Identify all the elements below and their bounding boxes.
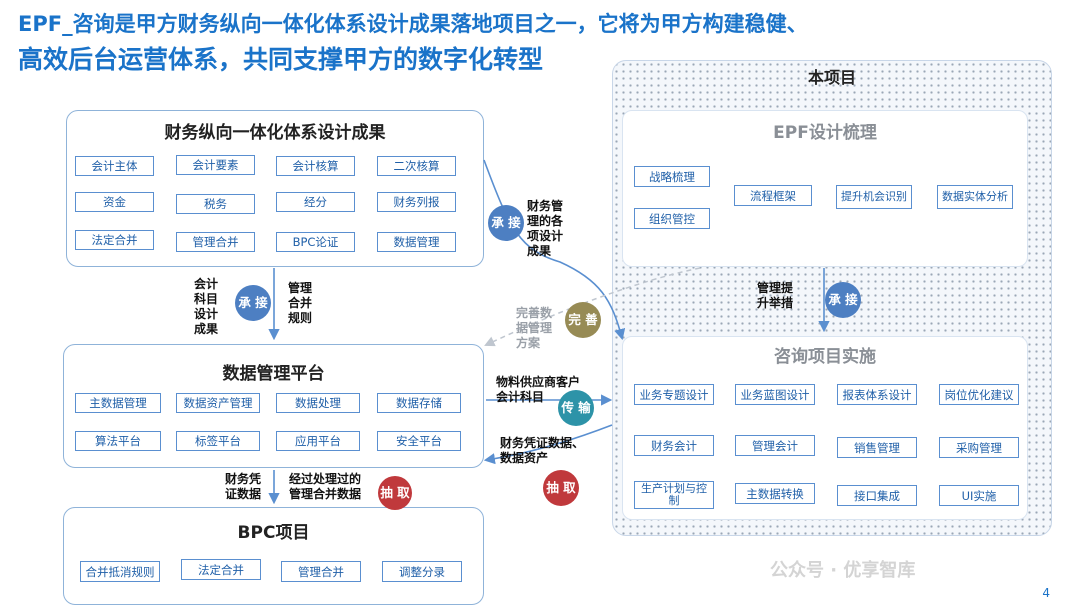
bpc-tag: 法定合并 <box>181 559 261 580</box>
consult-tag: 财务会计 <box>634 435 714 456</box>
finance-tag: 会计核算 <box>276 156 355 176</box>
consult-tag: 业务专题设计 <box>634 384 714 405</box>
note-merge-rules: 管理 合并 规则 <box>288 281 313 325</box>
consult-tag: 管理会计 <box>735 435 815 456</box>
note-voucher-assets: 财务凭证数据、 数据资产 <box>500 436 585 465</box>
bpc-tag: 调整分录 <box>382 561 462 582</box>
platform-tag: 主数据管理 <box>75 393 161 413</box>
project-title: 本项目 <box>807 68 856 87</box>
epf-tag: 提升机会识别 <box>836 185 912 209</box>
epf-tag: 组织管控 <box>634 208 710 229</box>
finance-tag: 二次核算 <box>377 156 456 176</box>
headline-line-1: EPF_咨询是甲方财务纵向一体化体系设计成果落地项目之一，它将为甲方构建稳健、 <box>18 12 808 36</box>
platform-tag: 算法平台 <box>75 431 161 451</box>
note-voucher-data: 财务凭 证数据 <box>225 472 262 501</box>
extract-badge: 抽 取 <box>378 476 412 510</box>
finance-tag: 数据管理 <box>377 232 456 252</box>
epf-tag: 流程框架 <box>734 185 812 206</box>
watermark: 公众号 · 优享智库 <box>770 560 916 581</box>
note-processed-merge: 经过处理过的 管理合并数据 <box>289 472 362 501</box>
finance-tag: 管理合并 <box>176 232 255 252</box>
transmit-badge: 传 输 <box>558 390 594 426</box>
finance-tag: 会计要素 <box>176 155 255 175</box>
finance-tag: 会计主体 <box>75 156 154 176</box>
note-improve-plan: 完善数 据管理 方案 <box>516 306 553 350</box>
finance-tag: 资金 <box>75 192 154 212</box>
epf-title: EPF设计梳理 <box>773 123 877 143</box>
consult-tag: 报表体系设计 <box>837 384 917 405</box>
accept-badge: 承 接 <box>488 205 524 241</box>
note-account-design: 会计 科目 设计 成果 <box>194 277 219 336</box>
platform-tag: 安全平台 <box>377 431 461 451</box>
note-mgmt-designs: 财务管 理的各 项设计 成果 <box>527 199 564 258</box>
consult-tag: 业务蓝图设计 <box>735 384 815 405</box>
consult-tag: 接口集成 <box>837 485 917 506</box>
consult-tag: 销售管理 <box>837 437 917 458</box>
accept-badge: 承 接 <box>825 282 861 318</box>
headline-line-2: 高效后台运营体系，共同支撑甲方的数字化转型 <box>18 45 544 74</box>
consult-tag: UI实施 <box>939 485 1019 506</box>
data-platform-title: 数据管理平台 <box>222 364 325 384</box>
bpc-tag: 合并抵消规则 <box>80 561 160 582</box>
finance-title: 财务纵向一体化体系设计成果 <box>164 123 386 143</box>
bpc-panel <box>63 507 484 605</box>
consult-tag: 岗位优化建议 <box>939 384 1019 405</box>
finance-tag: 经分 <box>276 192 355 212</box>
finance-tag: 法定合并 <box>75 230 154 250</box>
improve-badge: 完 善 <box>565 302 601 338</box>
extract-badge: 抽 取 <box>543 470 579 506</box>
note-mgmt-measures: 管理提 升举措 <box>757 281 794 310</box>
accept-badge: 承 接 <box>235 285 271 321</box>
note-material-subjects: 物料供应商客户 会计科目 <box>496 375 581 404</box>
platform-tag: 数据资产管理 <box>176 393 260 413</box>
platform-tag: 数据处理 <box>276 393 360 413</box>
consult-tag: 主数据转换 <box>735 483 815 504</box>
finance-tag: BPC论证 <box>276 232 355 252</box>
finance-tag: 财务列报 <box>377 192 456 212</box>
consult-title: 咨询项目实施 <box>774 347 876 367</box>
platform-tag: 应用平台 <box>276 431 360 451</box>
page-number: 4 <box>1042 586 1050 600</box>
bpc-title: BPC项目 <box>237 523 310 543</box>
finance-tag: 税务 <box>176 194 255 214</box>
consult-tag: 采购管理 <box>939 437 1019 458</box>
platform-tag: 数据存储 <box>377 393 461 413</box>
bpc-tag: 管理合并 <box>281 561 361 582</box>
platform-tag: 标签平台 <box>176 431 260 451</box>
consult-tag: 生产计划与控制 <box>634 481 714 509</box>
epf-tag: 数据实体分析 <box>937 185 1013 209</box>
epf-tag: 战略梳理 <box>634 166 710 187</box>
